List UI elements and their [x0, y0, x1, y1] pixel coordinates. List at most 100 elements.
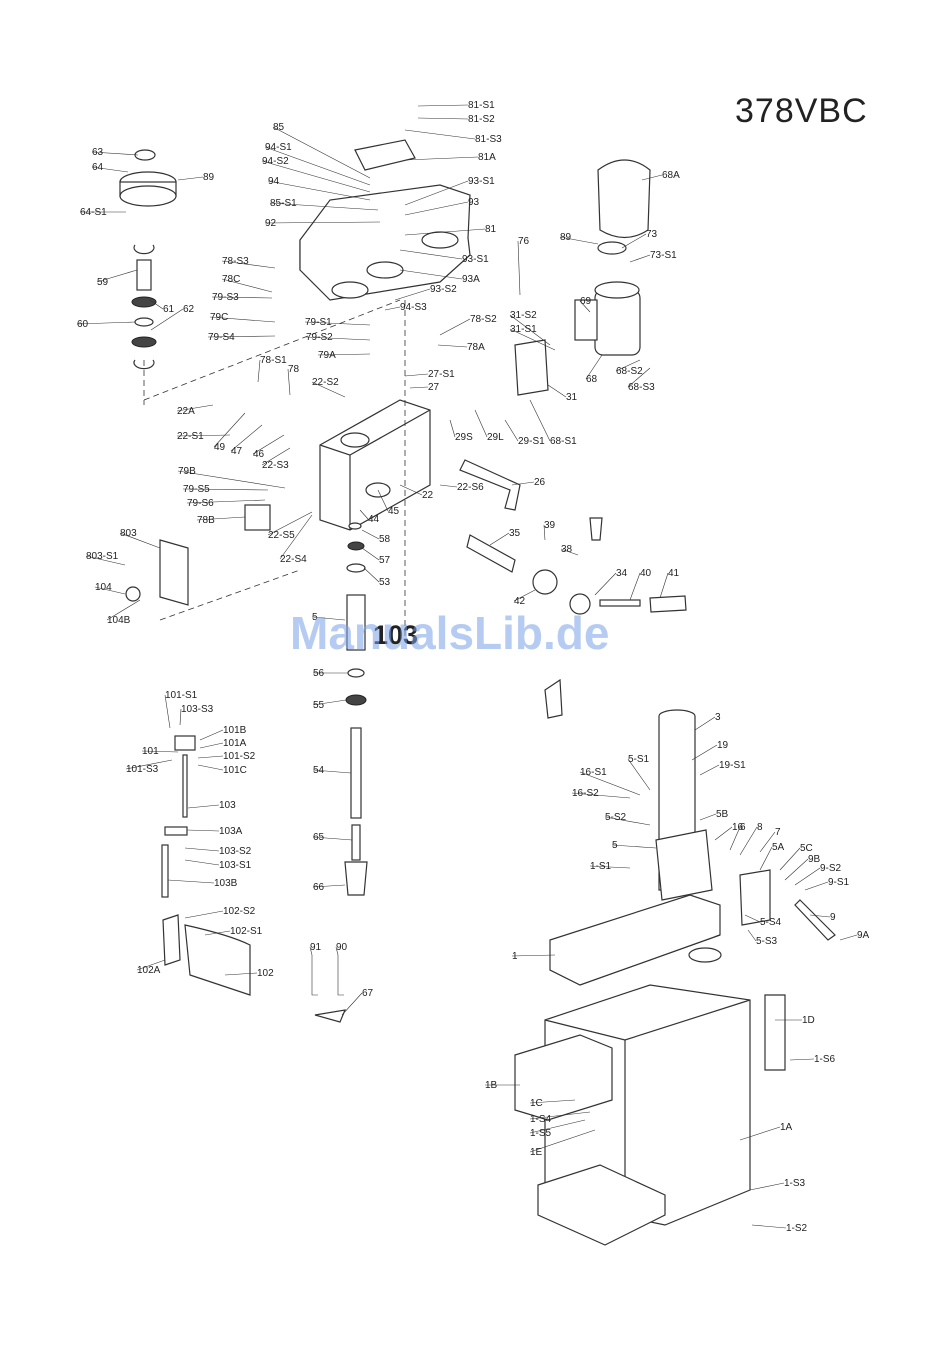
leader-line	[417, 104, 469, 107]
leader-line	[789, 1058, 815, 1061]
part-label: 1-S5	[530, 1128, 552, 1139]
leader-line	[184, 859, 220, 866]
leader-line	[529, 399, 551, 442]
leader-line	[91, 151, 139, 156]
leader-line	[615, 359, 641, 372]
leader-line	[119, 532, 161, 549]
part-label: 29-S1	[518, 436, 545, 447]
part-label: 31-S2	[510, 310, 537, 321]
leader-line	[804, 881, 829, 891]
leader-line	[529, 1111, 591, 1120]
leader-line	[85, 555, 126, 566]
leader-line	[513, 589, 536, 602]
part-label: 55	[313, 700, 325, 711]
leader-line	[377, 489, 389, 512]
part-label: 22A	[177, 406, 195, 417]
part-label: 9-S2	[820, 863, 842, 874]
leader-line	[312, 769, 352, 774]
part-label: 93A	[462, 274, 480, 285]
part-label: 64-S1	[80, 207, 107, 218]
part-label: 93	[468, 197, 480, 208]
part-label: 22-S6	[457, 482, 484, 493]
leader-line	[204, 930, 231, 936]
part-label: 89	[203, 172, 215, 183]
leader-line	[221, 278, 273, 293]
leader-line	[279, 514, 313, 560]
part-label: 5C	[800, 843, 813, 854]
depth-stop	[161, 735, 251, 996]
leader-line	[439, 484, 458, 488]
leader-line	[312, 836, 353, 841]
leader-line	[269, 202, 379, 211]
leader-line	[784, 858, 809, 881]
part-label: 22-S4	[280, 554, 307, 565]
leader-line	[604, 816, 651, 826]
part-label: 94	[268, 176, 280, 187]
head-casting	[319, 399, 431, 531]
leader-line	[317, 353, 371, 356]
leader-line	[177, 176, 204, 181]
leader-line	[474, 409, 488, 438]
belt-guard	[299, 139, 471, 301]
part-label: 85-S1	[270, 198, 297, 209]
part-label: 94-S3	[400, 302, 427, 313]
part-label: 9A	[857, 930, 870, 941]
leader-line	[589, 865, 631, 869]
part-label: 42	[514, 596, 526, 607]
part-label: 59	[97, 277, 109, 288]
part-label: 73-S1	[650, 250, 677, 261]
leader-line	[559, 236, 599, 245]
part-label: 5-S2	[605, 812, 627, 823]
leader-line	[264, 221, 381, 224]
leader-line	[751, 1224, 787, 1229]
leader-line	[209, 316, 276, 323]
part-label: 16-S1	[580, 767, 607, 778]
column-table	[549, 709, 836, 986]
part-label: 5	[612, 840, 618, 851]
part-label: 16	[732, 822, 744, 833]
leader-line	[739, 1126, 781, 1141]
part-label: 92	[265, 218, 277, 229]
part-label: 102-S2	[223, 906, 256, 917]
leader-line	[211, 296, 273, 299]
model-title: 378VBC	[735, 92, 868, 130]
keys-wrench	[311, 955, 346, 1023]
leader-line	[404, 373, 429, 377]
part-label: 94-S1	[265, 142, 292, 153]
part-label: 68-S2	[616, 366, 643, 377]
part-label: 79-S3	[212, 292, 239, 303]
part-label: 39	[544, 520, 556, 531]
leader-line	[305, 336, 371, 341]
part-label: 101B	[223, 725, 247, 736]
part-label: 5	[312, 612, 318, 623]
leader-line	[729, 826, 741, 851]
leader-line	[404, 156, 479, 161]
part-label: 81-S2	[468, 114, 495, 125]
part-label: 38	[561, 544, 573, 555]
leader-line	[779, 847, 801, 871]
part-label: 803	[120, 528, 137, 539]
motor	[514, 159, 651, 396]
leader-line	[621, 233, 647, 249]
leader-line	[196, 516, 246, 521]
part-label: 104B	[107, 615, 131, 626]
leader-line	[186, 499, 266, 504]
part-label: 803-S1	[86, 551, 119, 562]
leader-line	[257, 359, 261, 383]
leader-line	[179, 708, 182, 726]
leader-line	[511, 954, 556, 957]
part-label: 101C	[223, 765, 247, 776]
leader-line	[309, 946, 313, 956]
part-label: 5A	[772, 842, 785, 853]
part-label: 57	[379, 555, 391, 566]
part-label: 1E	[530, 1147, 543, 1158]
leader-line	[199, 742, 224, 749]
leader-line	[164, 694, 171, 729]
leader-line	[714, 826, 733, 841]
part-label: 1-S6	[814, 1054, 836, 1065]
part-label: 85	[273, 122, 285, 133]
leader-line	[629, 572, 641, 601]
leader-line	[694, 716, 716, 731]
leader-line	[504, 419, 519, 442]
leader-line	[509, 328, 556, 351]
